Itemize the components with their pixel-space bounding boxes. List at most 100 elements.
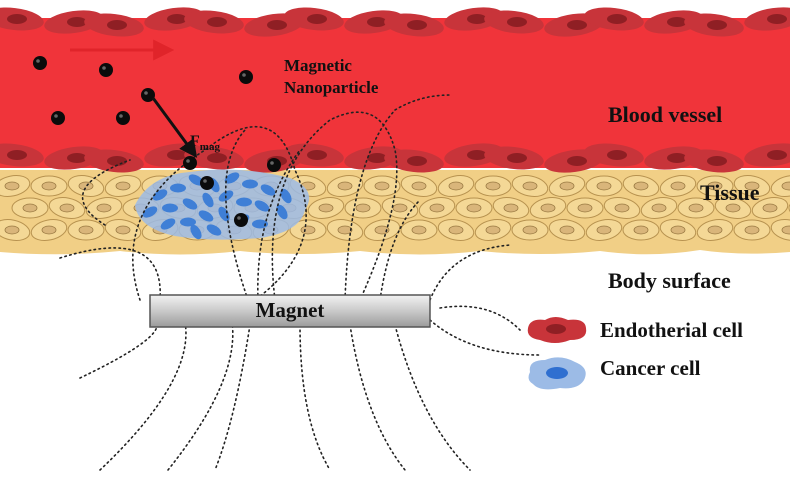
legend-cancer-swatch bbox=[528, 357, 586, 390]
magnetic-nanoparticle bbox=[200, 176, 214, 190]
cancer-halo bbox=[135, 169, 310, 240]
tissue-cell bbox=[437, 175, 475, 197]
magnetic-nanoparticle bbox=[99, 63, 113, 77]
tissue-cell bbox=[603, 197, 641, 219]
tissue-cell bbox=[11, 197, 49, 219]
magnetic-nanoparticle bbox=[267, 158, 281, 172]
endothelial-cell bbox=[0, 143, 44, 167]
tissue-cell bbox=[326, 175, 364, 197]
tissue-cell bbox=[0, 175, 31, 197]
tissue-cell bbox=[104, 219, 142, 241]
tissue-cell bbox=[307, 197, 345, 219]
tissue-cell bbox=[437, 219, 475, 241]
tissue-cell bbox=[30, 219, 68, 241]
tissue-cell-layer bbox=[0, 175, 790, 241]
tissue-cell bbox=[677, 197, 715, 219]
magnetic-nanoparticle bbox=[234, 213, 248, 227]
blood-vessel-label: Blood vessel bbox=[608, 102, 723, 127]
endothelial-cell bbox=[284, 143, 344, 167]
tissue-cell bbox=[0, 219, 31, 241]
fmag-main-text: F bbox=[190, 133, 200, 150]
tissue-cell bbox=[548, 175, 586, 197]
tissue-cell bbox=[511, 219, 549, 241]
tissue-cell bbox=[474, 175, 512, 197]
tissue-cell bbox=[733, 175, 771, 197]
magnet-label: Magnet bbox=[255, 298, 325, 322]
tissue-cell bbox=[474, 219, 512, 241]
cancer-cell bbox=[206, 224, 222, 236]
tissue-label: Tissue bbox=[700, 180, 760, 205]
endothelial-cell bbox=[484, 146, 544, 170]
tissue-cell bbox=[326, 219, 364, 241]
magnetic-nanoparticle bbox=[239, 70, 253, 84]
magnetic-nanoparticle bbox=[141, 88, 155, 102]
tissue-cell bbox=[455, 197, 493, 219]
endothelial-cell bbox=[284, 7, 344, 31]
tissue-cell bbox=[67, 175, 105, 197]
cancer-cell bbox=[170, 183, 186, 193]
nanoparticle-label-line1: Magnetic bbox=[284, 56, 352, 75]
tissue-cell bbox=[770, 175, 790, 197]
endothelial-cell bbox=[684, 149, 744, 173]
endothelial-cell bbox=[184, 10, 244, 34]
tissue-cell bbox=[418, 197, 456, 219]
legend-endothelial-swatch bbox=[527, 317, 587, 343]
fmag-arrow bbox=[151, 97, 198, 158]
tissue-cell bbox=[585, 175, 623, 197]
cancer-cell bbox=[190, 224, 202, 240]
endothelial-cell bbox=[384, 149, 444, 173]
tissue-cell bbox=[659, 175, 697, 197]
tissue-cell bbox=[714, 197, 752, 219]
legend-endothelial-label: Endotherial cell bbox=[600, 318, 743, 342]
tissue-cell bbox=[696, 175, 734, 197]
endothelial-cell bbox=[484, 10, 544, 34]
tissue-cell bbox=[511, 175, 549, 197]
endothelial-cell bbox=[384, 13, 444, 37]
endothelial-cell bbox=[0, 7, 44, 31]
cancer-cell bbox=[224, 172, 240, 184]
cancer-cell bbox=[160, 218, 176, 230]
magnetic-nanoparticle bbox=[183, 156, 197, 170]
cancer-cell bbox=[202, 192, 214, 208]
tissue-cell bbox=[400, 175, 438, 197]
tissue-cell bbox=[363, 175, 401, 197]
magnetic-nanoparticle bbox=[33, 56, 47, 70]
cancer-cell bbox=[142, 206, 158, 218]
tissue-cell bbox=[104, 175, 142, 197]
cancer-cell bbox=[252, 219, 268, 229]
blood-vessel-region bbox=[0, 18, 790, 168]
tissue-cell bbox=[400, 219, 438, 241]
cancer-cell bbox=[152, 189, 168, 201]
nanoparticle-label-line2: Nanoparticle bbox=[284, 78, 379, 97]
tissue-cell bbox=[696, 219, 734, 241]
tissue-cell bbox=[585, 219, 623, 241]
endothelial-cell bbox=[744, 7, 790, 31]
fmag-subscript: mag bbox=[199, 141, 220, 154]
endothelial-cell bbox=[84, 13, 144, 37]
cancer-cell bbox=[180, 217, 196, 227]
tissue-cell bbox=[85, 197, 123, 219]
endothelial-cell bbox=[744, 143, 790, 167]
cancer-cell bbox=[188, 174, 204, 186]
tissue-cell bbox=[548, 219, 586, 241]
tissue-cell bbox=[770, 219, 790, 241]
endothelial-cell bbox=[184, 146, 244, 170]
tissue-cell bbox=[67, 219, 105, 241]
tissue-cell bbox=[751, 197, 789, 219]
cancer-cell bbox=[182, 198, 198, 210]
magnetic-nanoparticle bbox=[51, 111, 65, 125]
magnet-bar bbox=[149, 294, 431, 328]
endothelial-cell bbox=[584, 143, 644, 167]
cancer-cell bbox=[254, 200, 270, 212]
tissue-cell bbox=[363, 219, 401, 241]
tissue-cell bbox=[733, 219, 771, 241]
magnetic-nanoparticle bbox=[116, 111, 130, 125]
endothelial-cell bbox=[684, 13, 744, 37]
tissue-cell bbox=[30, 175, 68, 197]
cancer-cell bbox=[162, 203, 178, 213]
cancer-cell bbox=[198, 210, 214, 222]
endothelial-cell bbox=[584, 7, 644, 31]
tissue-cell bbox=[622, 219, 660, 241]
cancer-cell bbox=[276, 204, 288, 220]
tissue-cell bbox=[659, 219, 697, 241]
